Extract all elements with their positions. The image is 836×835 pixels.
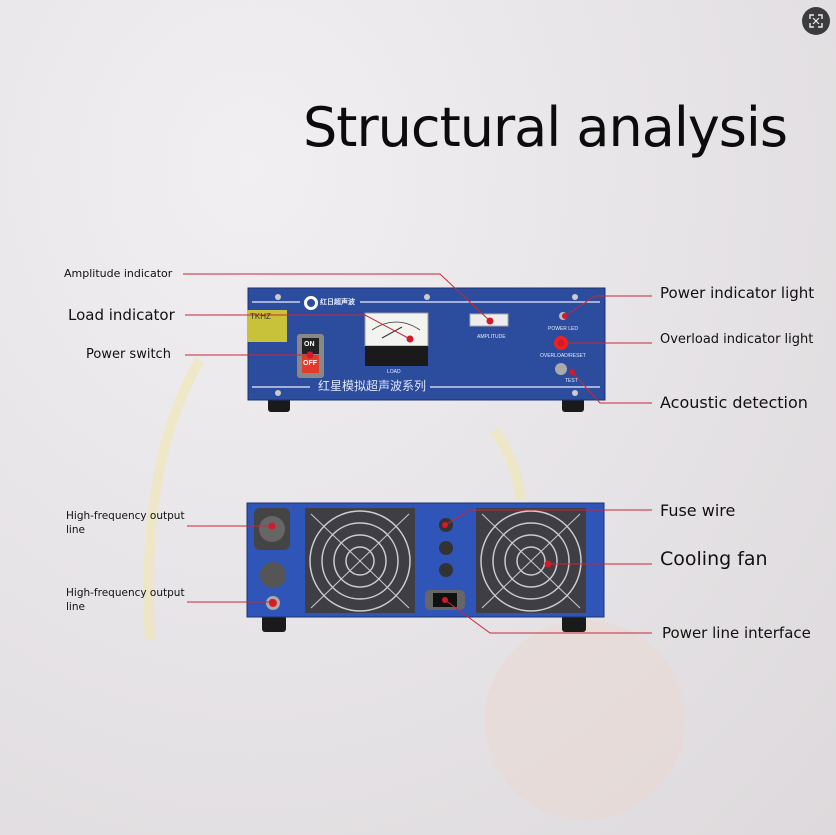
overload-reset-caption: OVERLOAD/RESET bbox=[540, 353, 586, 359]
page-title: Structural analysis bbox=[303, 96, 788, 159]
fan-left bbox=[305, 508, 415, 613]
test-caption: TEST bbox=[565, 378, 578, 384]
label-power-line-interface: Power line interface bbox=[662, 624, 811, 642]
label-hf-output-line-1: High-frequency output line bbox=[66, 510, 185, 536]
marker-dots bbox=[268, 313, 575, 605]
leader-lines bbox=[183, 273, 652, 634]
brand-logo-text: 红日超声波 bbox=[320, 299, 355, 306]
series-text: 红星模拟超声波系列 bbox=[318, 379, 427, 393]
load-caption: LOAD bbox=[387, 369, 401, 375]
fan-right bbox=[476, 508, 586, 613]
label-power-switch: Power switch bbox=[86, 347, 171, 362]
front-panel bbox=[247, 287, 606, 412]
label-hf-output-line-2: High-frequency output line bbox=[66, 587, 185, 613]
label-overload-indicator-light: Overload indicator light bbox=[660, 332, 814, 347]
decor-arc bbox=[143, 357, 205, 641]
back-panel bbox=[246, 502, 605, 632]
frequency-tag: TKHZ bbox=[250, 312, 271, 321]
decor-circle bbox=[485, 620, 685, 820]
amplitude-caption: AMPLITUDE bbox=[477, 334, 506, 340]
label-load-indicator: Load indicator bbox=[68, 306, 175, 324]
label-fuse-wire: Fuse wire bbox=[660, 501, 736, 520]
label-cooling-fan: Cooling fan bbox=[660, 548, 768, 570]
label-acoustic-detection: Acoustic detection bbox=[660, 393, 808, 412]
expand-icon bbox=[809, 14, 823, 28]
on-label[interactable]: ON bbox=[304, 341, 315, 348]
expand-button[interactable] bbox=[802, 7, 830, 35]
label-amplitude-indicator: Amplitude indicator bbox=[64, 267, 173, 280]
power-led-caption: POWER LED bbox=[548, 326, 579, 332]
label-power-indicator-light: Power indicator light bbox=[660, 284, 815, 302]
off-label[interactable]: OFF bbox=[303, 360, 317, 367]
decor-arc bbox=[490, 427, 525, 501]
